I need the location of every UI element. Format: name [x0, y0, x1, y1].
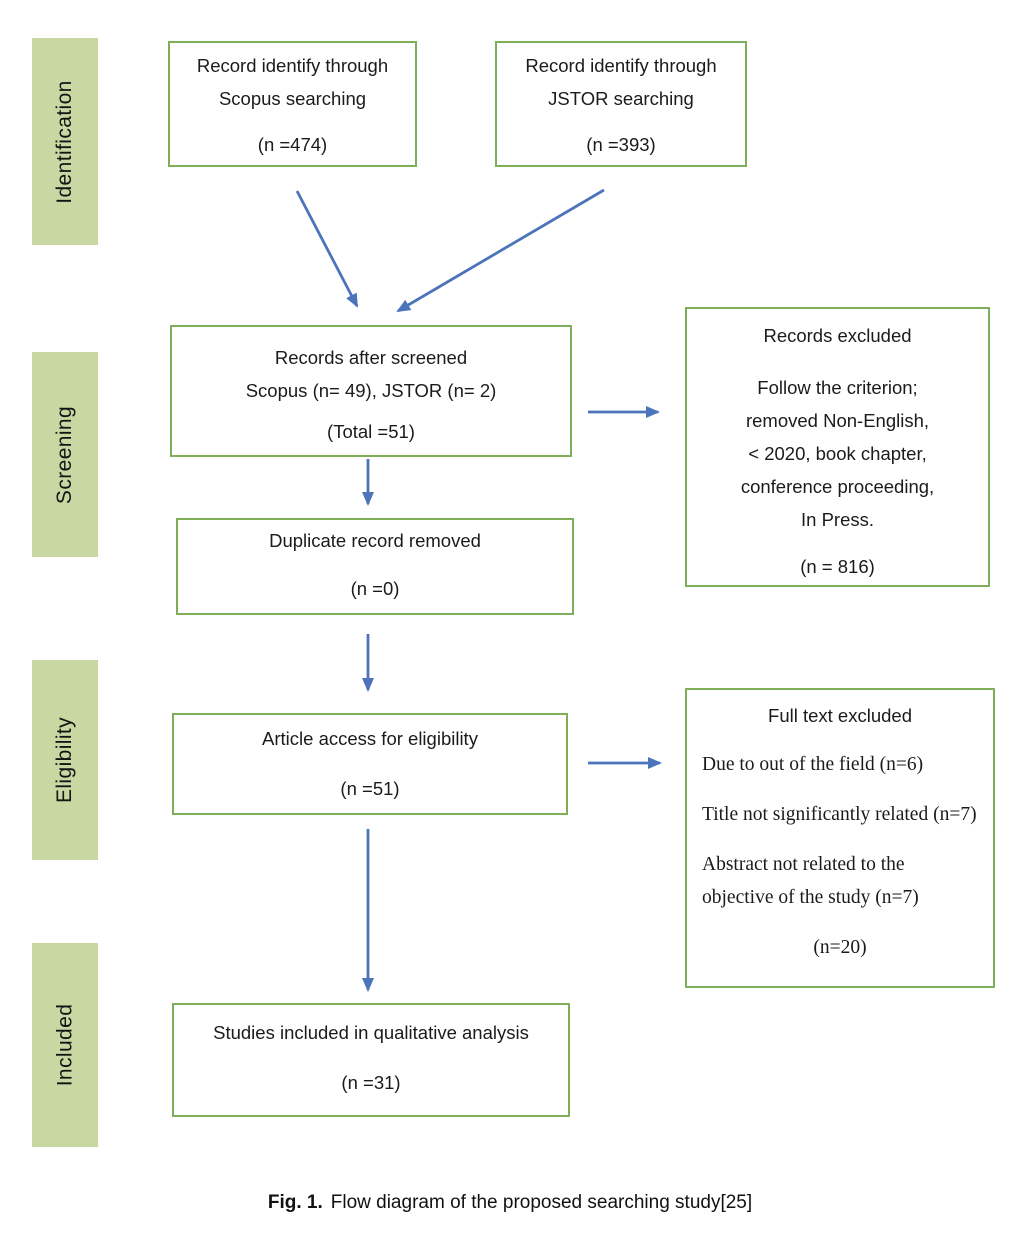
node-item: Due to out of the field (n=6)	[702, 754, 924, 775]
node-line: JSTOR searching	[548, 88, 694, 109]
node-item: Abstract not related to the objective of…	[702, 854, 919, 908]
arrow-jstor-to-screened	[396, 188, 605, 313]
node-line: Studies included in qualitative analysis	[213, 1022, 529, 1043]
stage-label-screening: Screening	[32, 352, 98, 557]
node-scopus-search: Record identify through Scopus searching…	[168, 41, 417, 167]
node-article-access: Article access for eligibility (n =51)	[172, 713, 568, 815]
stage-label-included: Included	[32, 943, 98, 1147]
node-jstor-search: Record identify through JSTOR searching …	[495, 41, 747, 167]
node-line: Scopus (n= 49), JSTOR (n= 2)	[245, 380, 497, 401]
node-line: removed Non-English,	[745, 410, 930, 431]
node-count: (n =31)	[341, 1072, 401, 1093]
node-records-after-screened: Records after screened Scopus (n= 49), J…	[170, 325, 572, 457]
node-line: Follow the criterion;	[757, 377, 918, 398]
node-records-excluded: Records excluded Follow the criterion; r…	[685, 307, 990, 587]
node-count: (n =474)	[257, 134, 328, 155]
node-line: conference proceeding,	[740, 476, 935, 497]
node-title: Records excluded	[763, 325, 912, 346]
stage-label-text: Eligibility	[53, 716, 76, 804]
node-line: Scopus searching	[218, 88, 367, 109]
node-count: (Total =51)	[327, 421, 415, 442]
arrow-scopus-to-screened	[295, 190, 359, 308]
node-body: Follow the criterion; removed Non-Englis…	[687, 371, 988, 536]
node-duplicate-removed: Duplicate record removed (n =0)	[176, 518, 574, 615]
node-count: (n =0)	[350, 578, 400, 599]
node-count: (n=20)	[813, 937, 867, 958]
stage-label-text: Identification	[53, 79, 77, 204]
node-body: Due to out of the field (n=6) Title not …	[687, 748, 993, 914]
node-count: (n =51)	[340, 778, 400, 799]
node-line: Record identify through	[196, 55, 389, 76]
node-fulltext-excluded: Full text excluded Due to out of the fie…	[685, 688, 995, 988]
figure-caption: Fig. 1. Flow diagram of the proposed sear…	[0, 1192, 1020, 1214]
node-line: Duplicate record removed	[269, 530, 481, 551]
stage-label-text: Screening	[53, 405, 77, 504]
node-item: Title not significantly related (n=7)	[702, 804, 977, 825]
figure-caption-text: Flow diagram of the proposed searching s…	[330, 1192, 753, 1213]
node-line: Records after screened	[274, 347, 468, 368]
node-studies-included: Studies included in qualitative analysis…	[172, 1003, 570, 1117]
node-line: Record identify through	[525, 55, 717, 76]
node-line: < 2020, book chapter,	[748, 443, 927, 464]
stage-label-text: Included	[53, 1003, 77, 1087]
node-line: Article access for eligibility	[262, 728, 478, 749]
node-line: In Press.	[801, 509, 874, 530]
node-title: Full text excluded	[768, 705, 912, 726]
figure-caption-label: Fig. 1.	[267, 1192, 323, 1213]
stage-label-eligibility: Eligibility	[32, 660, 98, 860]
node-count: (n =393)	[586, 134, 656, 155]
node-count: (n = 816)	[800, 556, 875, 577]
stage-label-identification: Identification	[32, 38, 98, 245]
